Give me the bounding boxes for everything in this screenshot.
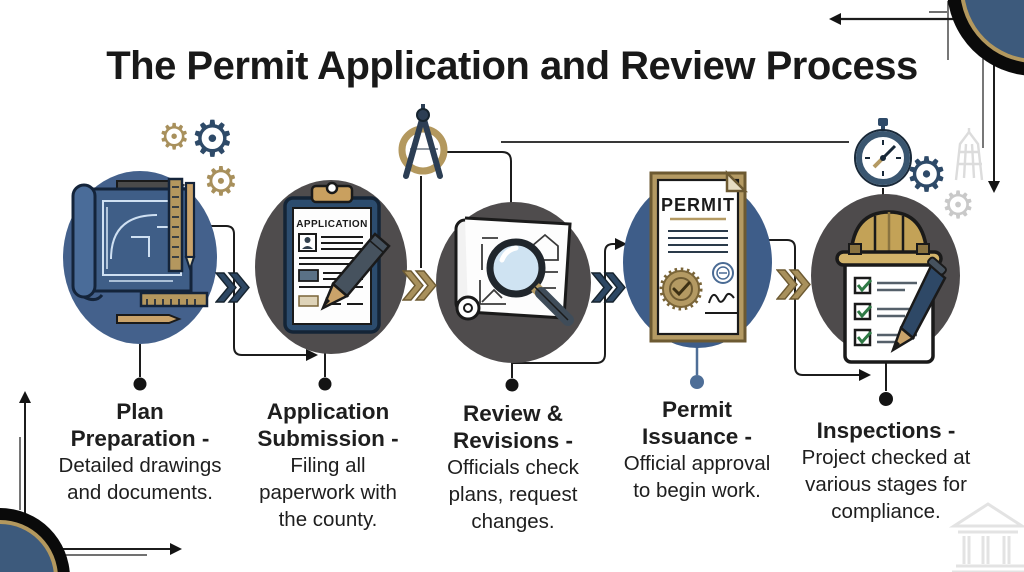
magnifier-plans-icon (454, 216, 574, 326)
arrowhead-step3-to-step4 (615, 238, 627, 250)
blueprint-icon (71, 177, 209, 324)
step-body: various stages for (805, 473, 967, 496)
step-heading: Review & (462, 401, 564, 426)
double-chevron-icon (215, 272, 250, 303)
magnifier-icon (486, 238, 574, 326)
pen-icon (890, 256, 947, 353)
double-chevron-icon (402, 270, 437, 301)
step-heading: Issuance - (641, 424, 753, 449)
drafting-compass-icon (398, 104, 448, 179)
step-circle-review-revisions (436, 202, 591, 363)
drop-dot-step1 (133, 377, 147, 391)
step-circle-permit-issuance: PERMIT (623, 169, 772, 348)
drop-line-step4 (695, 347, 699, 375)
step-heading: Plan (116, 399, 164, 424)
building-lines (948, 502, 1024, 572)
step-heading: Revisions - (452, 428, 574, 453)
drop-dot-step5 (879, 392, 893, 406)
step-body: paperwork with (259, 481, 397, 504)
seal-icon (659, 267, 703, 311)
step-body: Officials check (447, 456, 579, 479)
stopwatch-icon (854, 118, 912, 187)
faint-building-sketch (948, 502, 1024, 572)
corner-gold-ring (0, 520, 58, 572)
step-label-plan-preparation: Plan Preparation - Detailed drawings and… (15, 398, 265, 506)
tower-lines (954, 128, 984, 181)
step-body: the county. (278, 508, 378, 531)
corner-blue-fill (964, 0, 1024, 59)
pen-icon (320, 232, 391, 311)
step-body: Filing all (290, 454, 366, 477)
step-label-permit-issuance: Permit Issuance - Official approval to b… (572, 396, 822, 504)
gear-icon: ⚙ (203, 159, 239, 205)
arrowhead-step4-to-step5 (859, 369, 871, 381)
hardhat-icon (835, 210, 943, 267)
step-body: Official approval (623, 452, 771, 475)
connector-step4-to-step5 (763, 239, 859, 376)
step-heading: Preparation - (70, 426, 210, 451)
arrowhead-step1-to-step2 (306, 349, 318, 361)
arrowhead-up (19, 391, 31, 403)
page-title: The Permit Application and Review Proces… (106, 44, 918, 88)
hardhat-checklist-icon (835, 210, 947, 364)
step-circle-plan-preparation (63, 171, 217, 344)
corner-blue-fill (0, 524, 54, 572)
arrowhead-down (988, 181, 1000, 193)
gear-icon: ⚙ (158, 117, 191, 158)
step-heading: Application (266, 399, 390, 424)
step-body: to begin work. (633, 479, 761, 502)
step-heading: Inspections - (816, 418, 956, 443)
application-paper-label: APPLICATION (296, 219, 367, 230)
step-label-review-revisions: Review & Revisions - Officials check pla… (388, 400, 638, 535)
step-body: Detailed drawings (58, 454, 222, 477)
pencil-icon (116, 314, 182, 324)
step-body: Project checked at (801, 446, 971, 469)
step-body: plans, request (448, 483, 578, 506)
drop-dot-step3 (505, 378, 519, 392)
signature (705, 292, 739, 314)
step-circle-inspections (811, 194, 960, 364)
step-label-inspections: Inspections - Project checked at various… (761, 417, 1011, 525)
connector-step3-to-step4 (513, 243, 615, 364)
pencil-icon (184, 181, 196, 273)
compass-to-step3-line (441, 151, 512, 203)
faint-tower-sketch (954, 128, 984, 181)
permit-paper-label: PERMIT (661, 195, 735, 215)
step-heading: Submission - (257, 426, 399, 451)
step-body: and documents. (67, 481, 213, 504)
arrowhead-right (170, 543, 182, 555)
drop-dot-step2 (318, 377, 332, 391)
stamp-icon (712, 262, 734, 284)
step-label-application-submission: Application Submission - Filing all pape… (203, 398, 453, 533)
step-circle-application-submission: APPLICATION (255, 180, 407, 354)
gear-icon: ⚙ (905, 147, 949, 203)
arrowhead-left (829, 13, 841, 25)
double-chevron-icon (591, 272, 626, 303)
step-body: compliance. (831, 500, 941, 523)
gear-icon: ⚙ (941, 183, 976, 227)
permit-document-icon: PERMIT (649, 169, 749, 343)
double-chevron-icon (776, 269, 811, 300)
gear-icon: ⚙ (190, 110, 235, 168)
clipboard-application-icon: APPLICATION (283, 181, 391, 334)
step-heading: Permit (661, 397, 733, 422)
drop-dot-step4 (690, 375, 704, 389)
step-body: changes. (471, 510, 555, 533)
